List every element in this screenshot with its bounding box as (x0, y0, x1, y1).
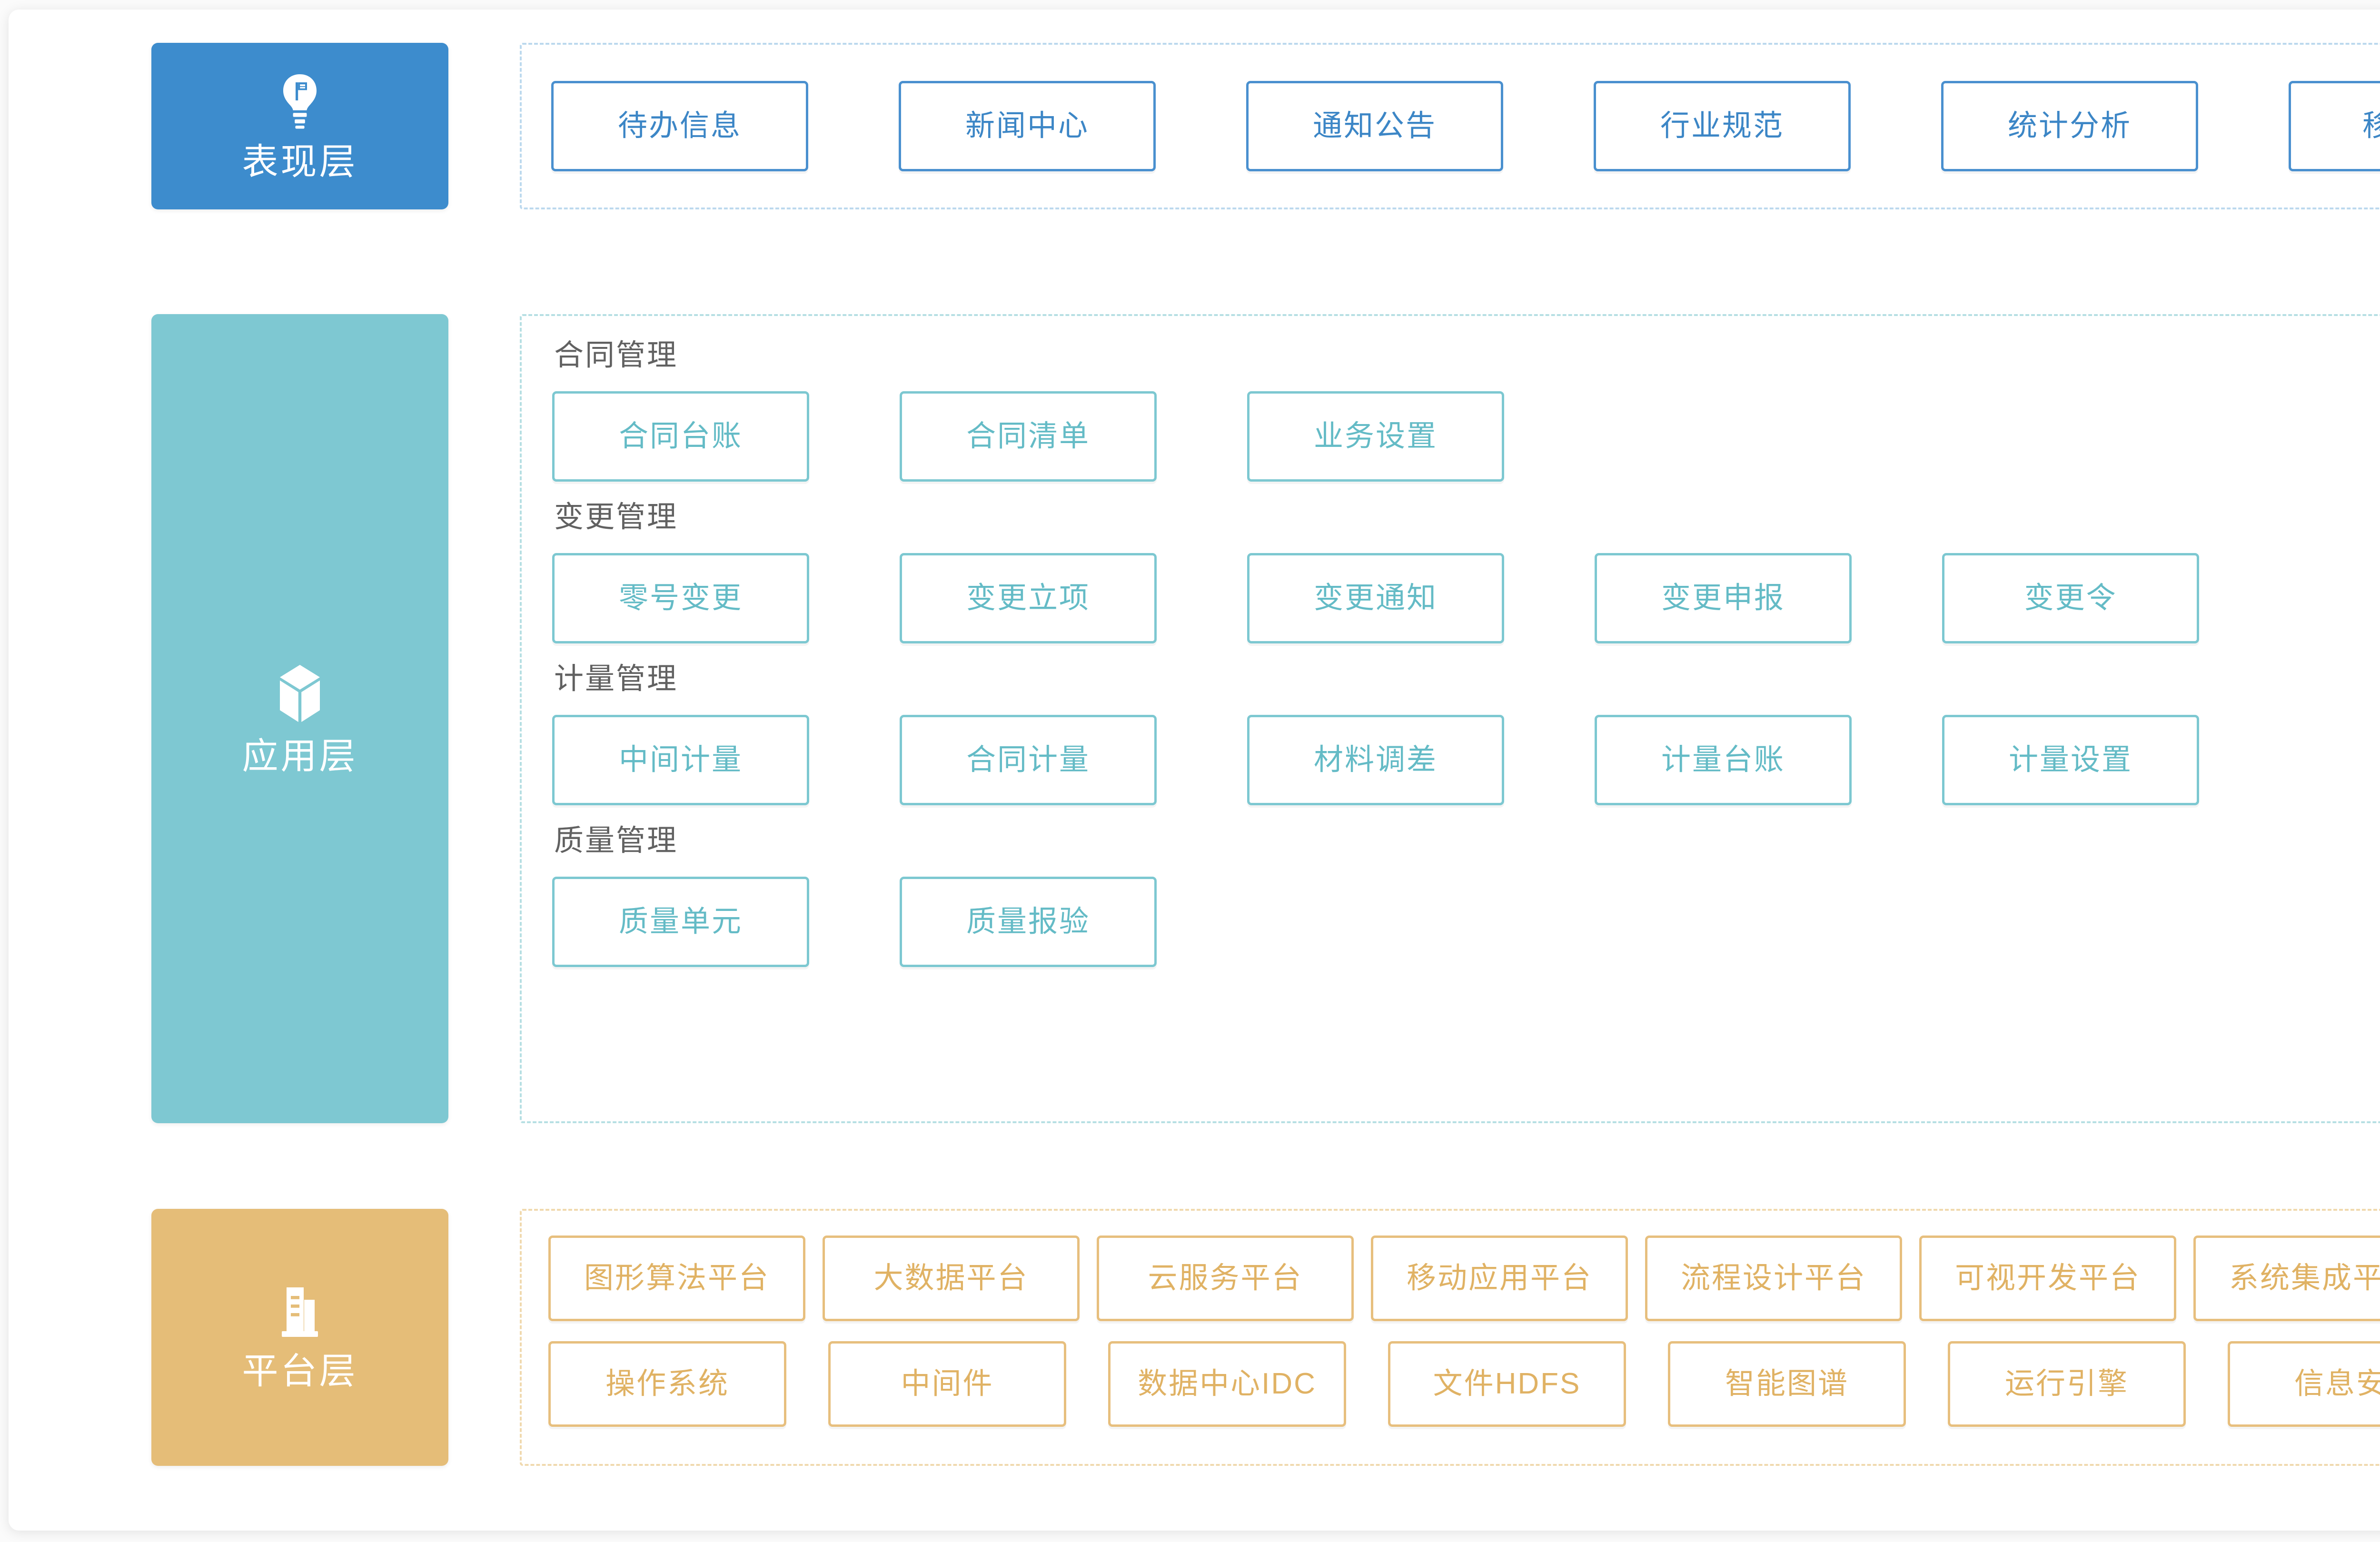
cube-icon (275, 663, 325, 726)
presentation-item-standards[interactable]: 行业规范 (1594, 81, 1851, 171)
presentation-item-news[interactable]: 新闻中心 (899, 81, 1156, 171)
app-item-contract-ledger[interactable]: 合同台账 (552, 391, 809, 482)
layer-row-platform: 平台层 图形算法平台 大数据平台 云服务平台 移动应用平台 流程设计平台 可视开… (151, 1209, 2380, 1466)
platform-items-container: 图形算法平台 大数据平台 云服务平台 移动应用平台 流程设计平台 可视开发平台 … (520, 1209, 2380, 1466)
app-item-change-order[interactable]: 变更令 (1942, 553, 2199, 643)
presentation-item-mobile-app[interactable]: 移动应用 (2289, 81, 2380, 171)
app-item-interim-measurement[interactable]: 中间计量 (552, 715, 809, 805)
platform-item-graphics-algorithm[interactable]: 图形算法平台 (548, 1236, 805, 1321)
presentation-items-container: 待办信息 新闻中心 通知公告 行业规范 统计分析 移动应用 (520, 43, 2380, 209)
platform-item-data-center-idc[interactable]: 数据中心IDC (1108, 1341, 1346, 1427)
platform-item-file-hdfs[interactable]: 文件HDFS (1388, 1341, 1626, 1427)
lightbulb-icon (277, 72, 323, 132)
layer-label: 应用层 (242, 736, 358, 777)
app-item-change-initiation[interactable]: 变更立项 (900, 553, 1157, 643)
app-item-quality-inspection[interactable]: 质量报验 (900, 877, 1157, 967)
platform-item-knowledge-graph[interactable]: 智能图谱 (1668, 1341, 1906, 1427)
group-title-measurement: 计量管理 (554, 662, 678, 695)
platform-item-information-security[interactable]: 信息安全 (2228, 1341, 2380, 1427)
platform-item-middleware[interactable]: 中间件 (828, 1341, 1066, 1427)
platform-item-visual-development[interactable]: 可视开发平台 (1919, 1236, 2176, 1321)
app-item-business-settings[interactable]: 业务设置 (1247, 391, 1504, 482)
building-icon (275, 1285, 325, 1341)
group-row-measurement: 中间计量 合同计量 材料调差 计量台账 计量设置 (552, 715, 2380, 805)
group-row-contract: 合同台账 合同清单 业务设置 (552, 391, 2380, 482)
presentation-item-daiban[interactable]: 待办信息 (551, 81, 808, 171)
platform-row-platforms: 图形算法平台 大数据平台 云服务平台 移动应用平台 流程设计平台 可视开发平台 … (548, 1236, 2380, 1321)
platform-item-process-design[interactable]: 流程设计平台 (1645, 1236, 1902, 1321)
app-item-change-notice[interactable]: 变更通知 (1247, 553, 1504, 643)
app-item-material-adjustment[interactable]: 材料调差 (1247, 715, 1504, 805)
app-item-contract-list[interactable]: 合同清单 (900, 391, 1157, 482)
app-item-contract-measurement[interactable]: 合同计量 (900, 715, 1157, 805)
app-item-quality-unit[interactable]: 质量单元 (552, 877, 809, 967)
app-item-measurement-ledger[interactable]: 计量台账 (1595, 715, 1852, 805)
platform-item-big-data[interactable]: 大数据平台 (823, 1236, 1080, 1321)
layer-row-presentation: 表现层 待办信息 新闻中心 通知公告 行业规范 统计分析 移动应用 (151, 43, 2380, 209)
layer-badge-platform[interactable]: 平台层 (151, 1209, 448, 1466)
presentation-item-statistics[interactable]: 统计分析 (1941, 81, 2198, 171)
group-row-quality: 质量单元 质量报验 (552, 877, 2380, 967)
group-title-change: 变更管理 (554, 501, 678, 534)
architecture-diagram-canvas: 表现层 待办信息 新闻中心 通知公告 行业规范 统计分析 移动应用 应用层 (9, 10, 2380, 1531)
platform-item-mobile-app[interactable]: 移动应用平台 (1371, 1236, 1628, 1321)
application-items-container: 合同管理 合同台账 合同清单 业务设置 变更管理 零号变更 变更立项 变更通知 … (520, 314, 2380, 1123)
layer-badge-application[interactable]: 应用层 (151, 314, 448, 1123)
group-row-change: 零号变更 变更立项 变更通知 变更申报 变更令 (552, 553, 2380, 643)
platform-item-system-integration[interactable]: 系统集成平台 (2193, 1236, 2380, 1321)
app-item-measurement-settings[interactable]: 计量设置 (1942, 715, 2199, 805)
layer-badge-presentation[interactable]: 表现层 (151, 43, 448, 209)
layer-row-application: 应用层 合同管理 合同台账 合同清单 业务设置 变更管理 零号变更 变更立项 变… (151, 314, 2380, 1123)
app-item-zero-change[interactable]: 零号变更 (552, 553, 809, 643)
layer-label: 平台层 (242, 1351, 358, 1392)
app-item-change-declaration[interactable]: 变更申报 (1595, 553, 1852, 643)
platform-row-infrastructure: 操作系统 中间件 数据中心IDC 文件HDFS 智能图谱 运行引擎 信息安全 (548, 1341, 2380, 1427)
platform-item-operating-system[interactable]: 操作系统 (548, 1341, 786, 1427)
layer-label: 表现层 (242, 141, 358, 182)
platform-item-cloud-service[interactable]: 云服务平台 (1097, 1236, 1354, 1321)
presentation-item-notice[interactable]: 通知公告 (1246, 81, 1503, 171)
platform-item-runtime-engine[interactable]: 运行引擎 (1948, 1341, 2186, 1427)
group-title-quality: 质量管理 (554, 824, 678, 857)
group-title-contract: 合同管理 (554, 339, 678, 372)
